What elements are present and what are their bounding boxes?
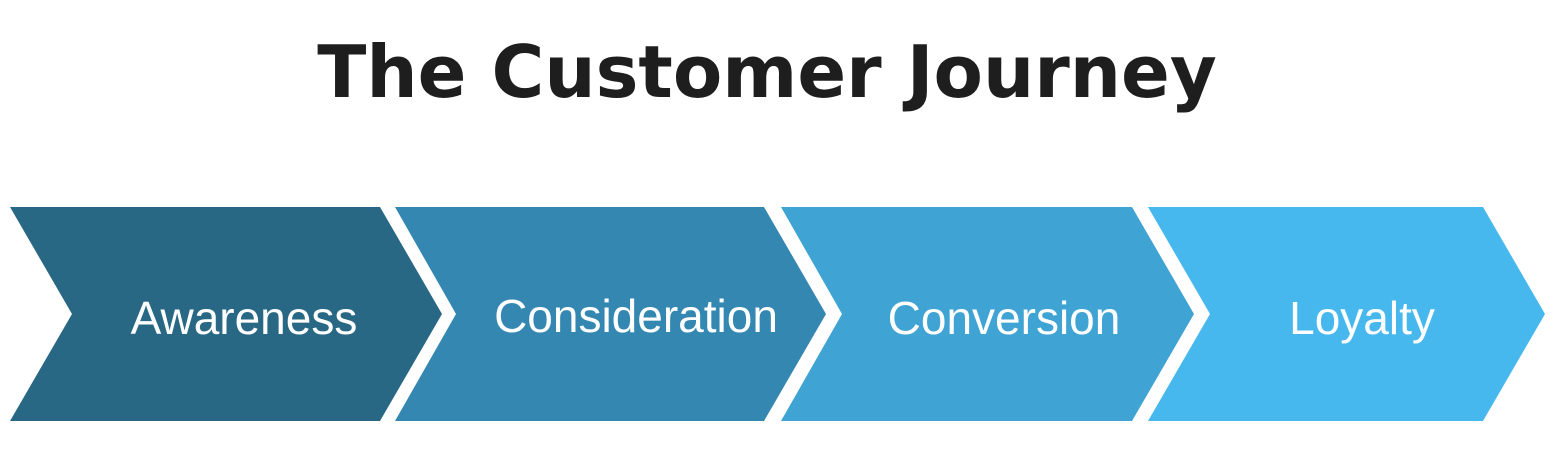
- stage-consideration: Consideration: [395, 207, 826, 421]
- stage-awareness: Awareness: [10, 207, 442, 421]
- stage-arrow-awareness: [10, 207, 442, 421]
- stage-loyalty: Loyalty: [1148, 207, 1545, 421]
- diagram-title: The Customer Journey: [317, 30, 1217, 114]
- stage-label-conversion: Conversion: [888, 292, 1121, 344]
- stage-label-consideration: Consideration: [494, 290, 778, 342]
- stage-conversion: Conversion: [781, 207, 1194, 421]
- stage-label-awareness: Awareness: [131, 292, 358, 344]
- stage-arrow-consideration: [395, 207, 826, 421]
- stage-label-loyalty: Loyalty: [1289, 292, 1435, 344]
- stage-arrow-conversion: [781, 207, 1194, 421]
- stage-arrow-loyalty: [1148, 207, 1545, 421]
